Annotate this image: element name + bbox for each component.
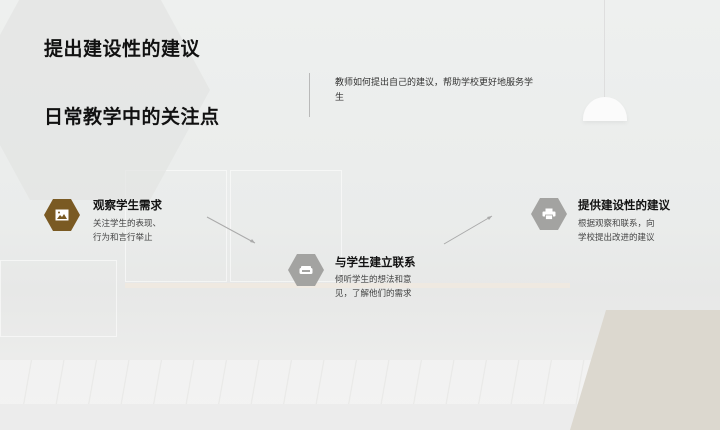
shelf [125,283,570,288]
wall-panel [0,260,117,337]
step-title: 提供建设性的建议 [578,198,670,212]
step-text: 根据观察和联系，向学校提出改进的建议 [578,219,655,243]
sofa-icon [288,254,324,286]
wall-panel [125,170,227,282]
step-text: 关注学生的表现、行为和言行举止 [93,219,162,243]
wall-panel [230,170,342,282]
divider-line [309,73,310,117]
step-title: 与学生建立联系 [335,255,416,269]
lamp-cord [604,0,605,97]
slide-subtitle: 日常教学中的关注点 [44,106,220,128]
slide-title: 提出建设性的建议 [44,38,201,60]
step-text: 倾听学生的想法和意见，了解他们的需求 [335,275,412,299]
slide-description: 教师如何提出自己的建议，帮助学校更好地服务学生 [335,78,534,103]
arrow-up-right-icon [443,215,493,245]
step-title: 观察学生需求 [93,198,162,212]
arrow-down-right-icon [206,216,256,244]
